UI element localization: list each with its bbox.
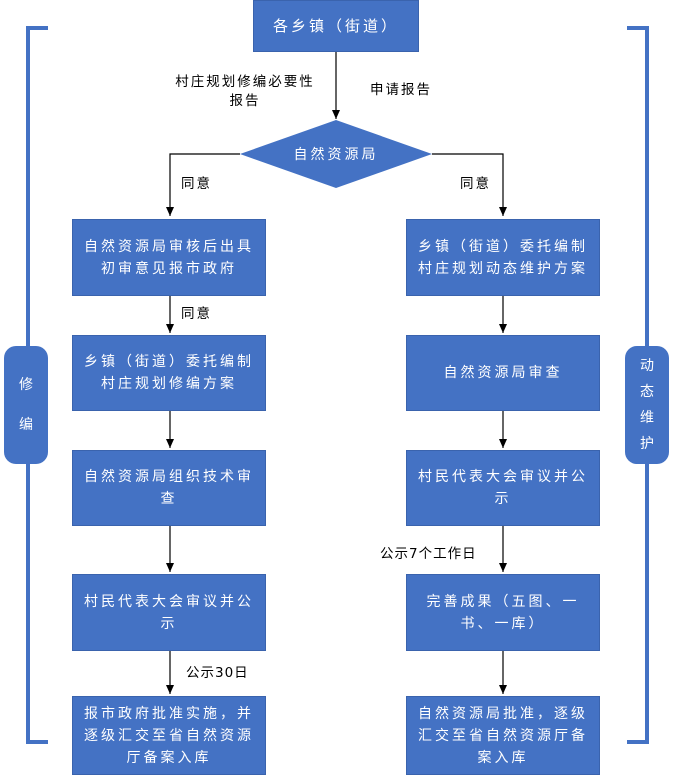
- agree-left2-label: 同意: [181, 306, 212, 322]
- side-tag-revision-char-1: 修: [19, 377, 33, 393]
- right-step-4: 完善成果（五图、一书、一库）: [406, 574, 600, 651]
- side-tag-maintenance: 动 态 维 护: [625, 346, 669, 464]
- side-tag-maint-char-3: 维: [640, 410, 654, 426]
- apply-report-label: 申请报告: [370, 82, 432, 98]
- side-tag-maint-char-2: 态: [640, 384, 654, 400]
- decision-text: 自然资源局: [293, 147, 379, 163]
- right-step-2: 自然资源局审查: [406, 335, 600, 411]
- side-tag-maint-char-4: 护: [640, 436, 654, 452]
- left-step-3: 自然资源局组织技术审查: [72, 450, 266, 526]
- side-tag-revision-char-2: 编: [19, 417, 33, 433]
- left-step-5: 报市政府批准实施，并逐级汇交至省自然资源厅备案入库: [72, 696, 266, 775]
- left-step-4: 村民代表大会审议并公示: [72, 574, 266, 651]
- left-step-2: 乡镇（街道）委托编制村庄规划修编方案: [72, 335, 266, 411]
- decision-diamond: [240, 120, 432, 188]
- side-tag-maint-char-1: 动: [640, 358, 654, 374]
- right-step-1: 乡镇（街道）委托编制村庄规划动态维护方案: [406, 219, 600, 296]
- side-tag-revision: 修 编: [4, 346, 48, 464]
- agree-left-label: 同意: [181, 176, 212, 192]
- left-step-1: 自然资源局审核后出具初审意见报市政府: [72, 219, 266, 296]
- publicity-7-label: 公示7个工作日: [380, 546, 477, 562]
- arrow-decision-to-right: [432, 153, 507, 216]
- start-box: 各乡镇（街道）: [253, 0, 419, 52]
- agree-right-label: 同意: [460, 176, 491, 192]
- right-step-5: 自然资源局批准，逐级汇交至省自然资源厅备案入库: [406, 696, 600, 775]
- right-step-3: 村民代表大会审议并公示: [406, 450, 600, 526]
- arrow-decision-to-left: [166, 153, 240, 216]
- need-report-label: 村庄规划修编必要性报告: [175, 74, 315, 109]
- start-box-text: 各乡镇（街道）: [272, 17, 399, 35]
- publicity-30-label: 公示30日: [186, 665, 249, 681]
